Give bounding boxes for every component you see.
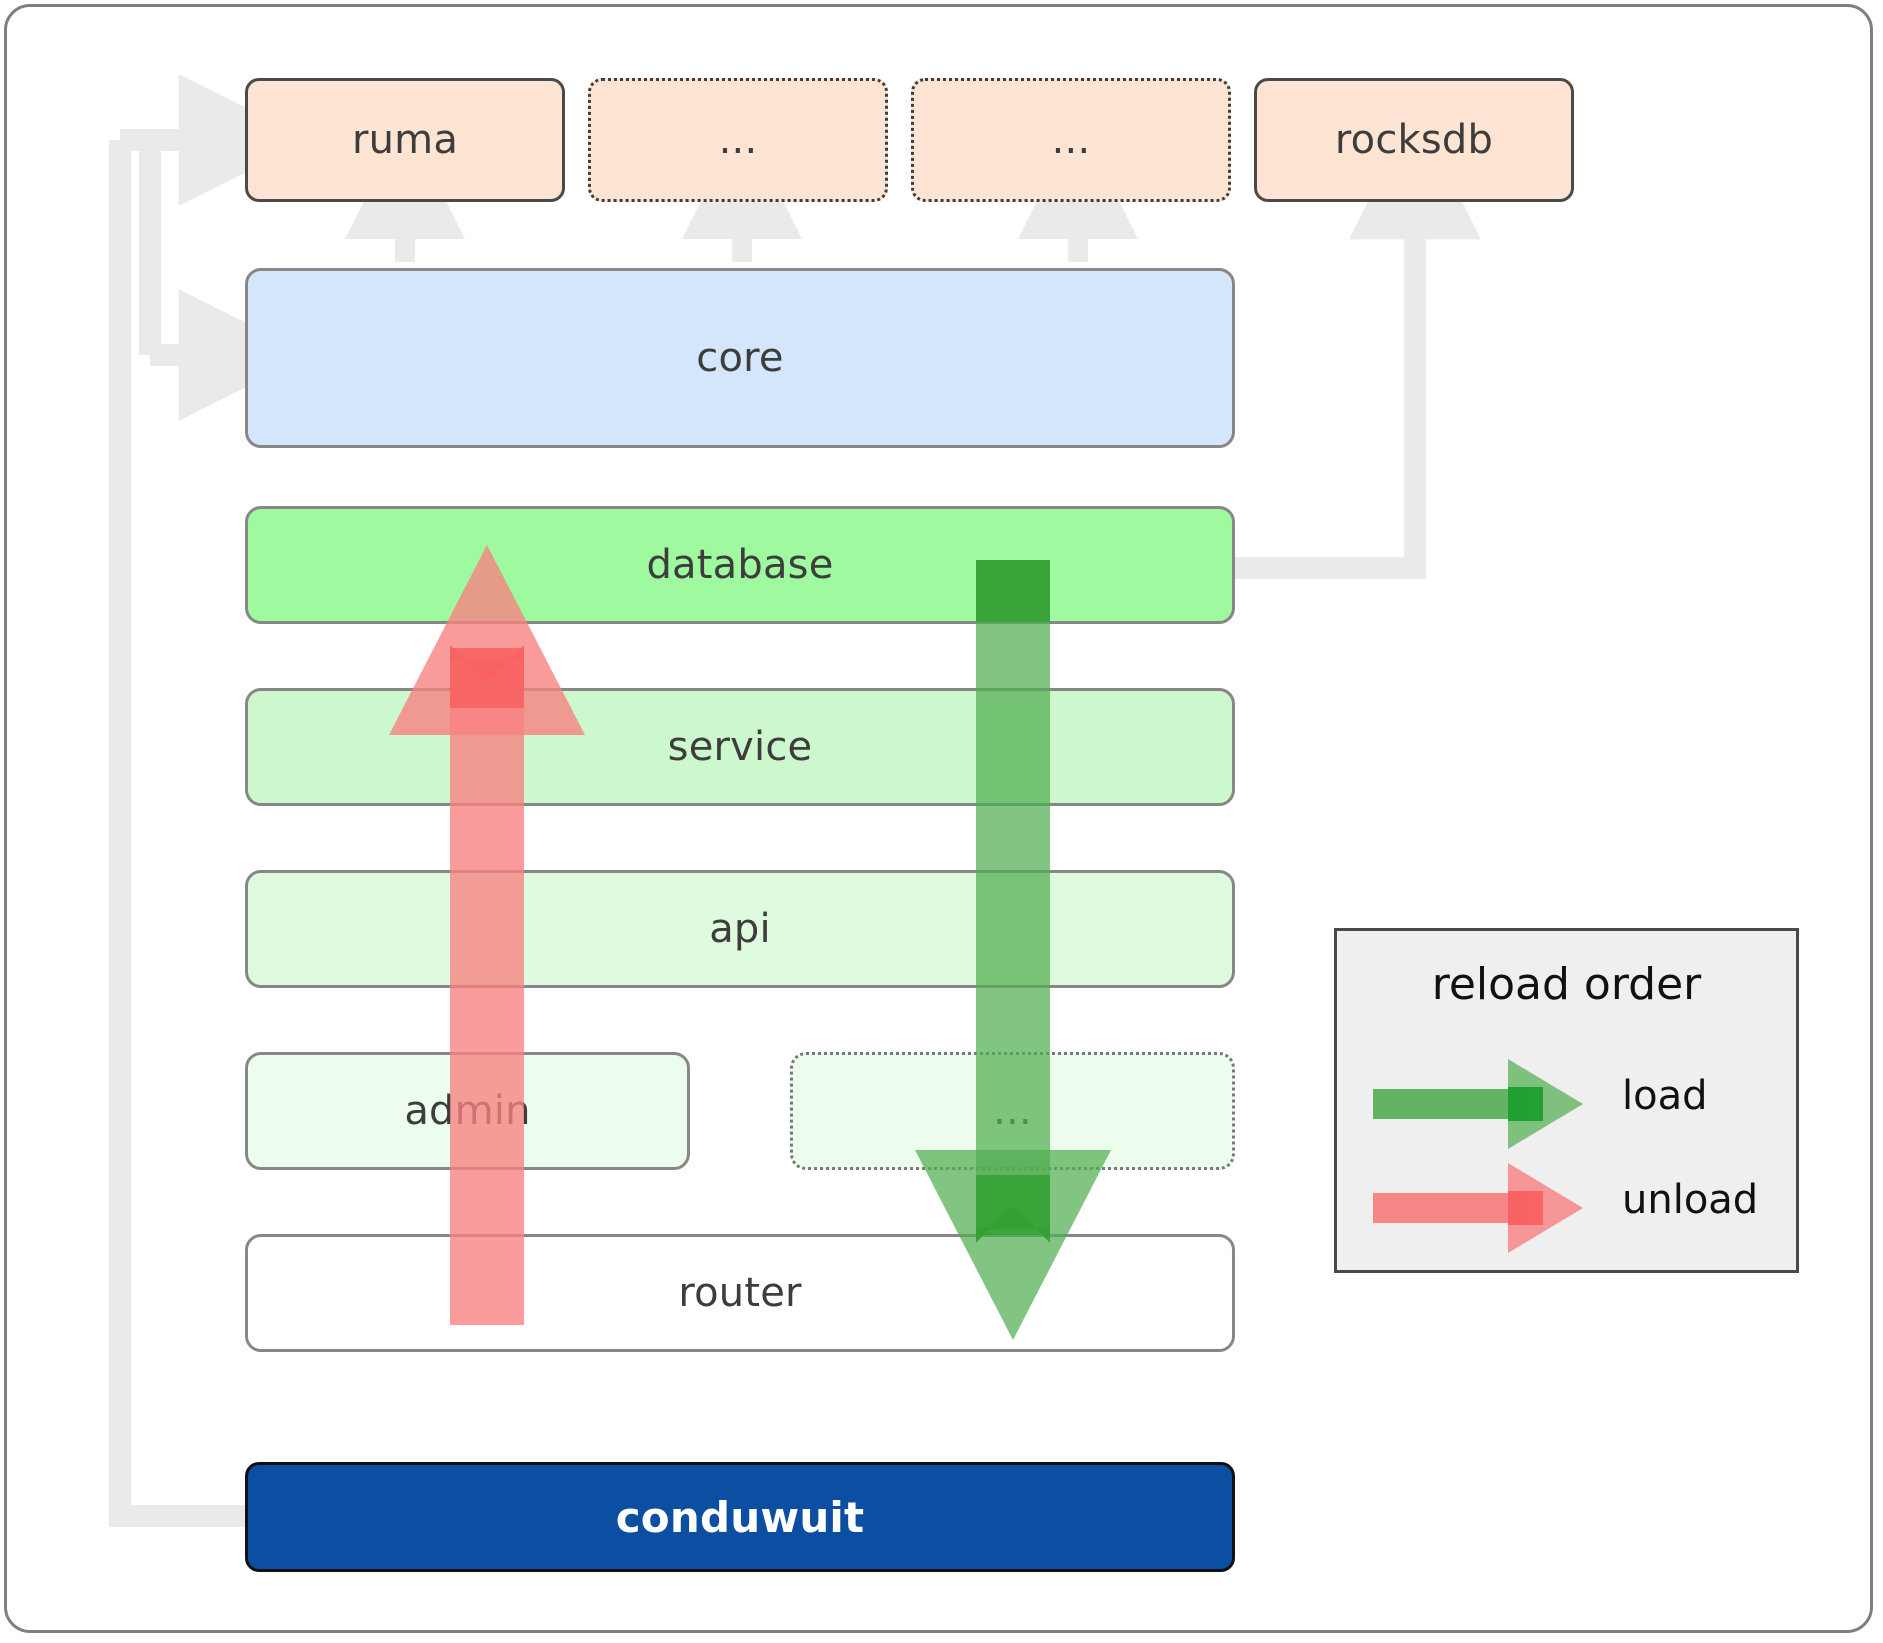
legend-item-load: load [1337,1059,1796,1149]
dependency-box-ruma[interactable]: ruma [245,78,565,202]
dependency-label: rocksdb [1334,117,1494,163]
legend-title: reload order [1431,959,1702,1010]
dependency-label: ... [1051,117,1091,163]
legend-label: unload [1622,1177,1759,1223]
layer-label: router [678,1270,802,1316]
binary-label: conduwuit [615,1492,865,1542]
layer-box-api[interactable]: api [245,870,1235,988]
dependency-box-rocksdb[interactable]: rocksdb [1254,78,1574,202]
legend-panel: reload order load unload [1334,928,1799,1273]
layer-label: api [709,906,771,952]
legend-item-unload: unload [1337,1163,1796,1253]
layer-label: service [667,724,813,770]
legend-label: load [1622,1073,1708,1119]
unload-arrow-icon [1373,1163,1583,1253]
dependency-label: ... [718,117,758,163]
layer-box-core[interactable]: core [245,268,1235,448]
diagram-frame [4,4,1873,1633]
layer-label: ... [993,1088,1032,1134]
dependency-box-placeholder-1[interactable]: ... [588,78,888,202]
dependency-box-placeholder-2[interactable]: ... [911,78,1231,202]
layer-label: core [696,335,784,381]
binary-box-conduwuit[interactable]: conduwuit [245,1462,1235,1572]
layer-label: database [646,542,834,588]
layer-box-service[interactable]: service [245,688,1235,806]
layer-label: admin [404,1088,531,1134]
layer-box-router[interactable]: router [245,1234,1235,1352]
layer-box-placeholder[interactable]: ... [790,1052,1235,1170]
dependency-label: ruma [351,117,459,163]
layer-box-database[interactable]: database [245,506,1235,624]
layer-box-admin[interactable]: admin [245,1052,690,1170]
load-arrow-icon [1373,1059,1583,1149]
